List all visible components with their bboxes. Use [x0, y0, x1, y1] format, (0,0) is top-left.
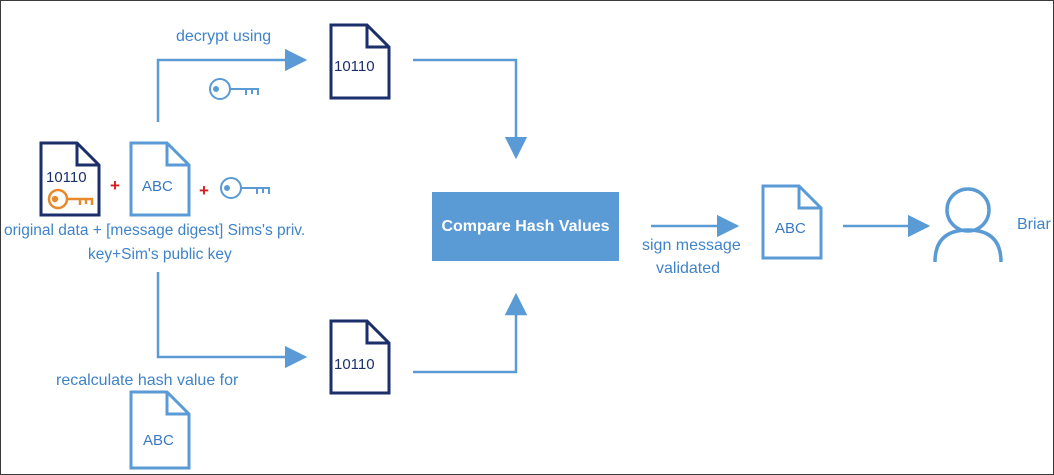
key-icon [220, 177, 270, 199]
original-data-label-line2: key+Sim's public key [88, 246, 232, 263]
recalculate-label: recalculate hash value for [56, 372, 239, 389]
plus-operator: + [110, 176, 120, 195]
sign-message-label-line2: validated [656, 260, 721, 277]
result-text: ABC [775, 220, 806, 237]
document-icon [329, 319, 391, 395]
arrow-to-bottom-hash [156, 272, 308, 369]
arrow-to-top-hash [156, 48, 308, 122]
bottom-hash-text: 10110 [334, 356, 375, 373]
top-hash-text: 10110 [334, 58, 375, 75]
original-data-label-line1: original data + [message digest] Sims's … [4, 222, 306, 239]
document-icon [129, 390, 191, 470]
person-name-label: Briar [1017, 216, 1051, 233]
compare-hash-label: Compare Hash Values [441, 217, 610, 235]
compare-hash-box: Compare Hash Values [432, 192, 619, 261]
person-icon [933, 187, 1003, 263]
plus-operator: + [199, 181, 209, 200]
decrypt-label: decrypt using [176, 28, 272, 45]
document-icon [329, 23, 391, 100]
document-icon [129, 141, 191, 217]
document-icon [761, 184, 823, 260]
source-digest-text: ABC [142, 178, 173, 195]
key-icon [209, 78, 259, 100]
source-data-text: 10110 [46, 169, 87, 186]
bottom-source-text: ABC [143, 432, 174, 449]
arrow-top-hash-to-compare [413, 58, 528, 160]
key-icon [47, 188, 94, 210]
arrow-bottom-hash-to-compare [413, 292, 528, 374]
sign-message-label-line1: sign message [642, 237, 741, 254]
